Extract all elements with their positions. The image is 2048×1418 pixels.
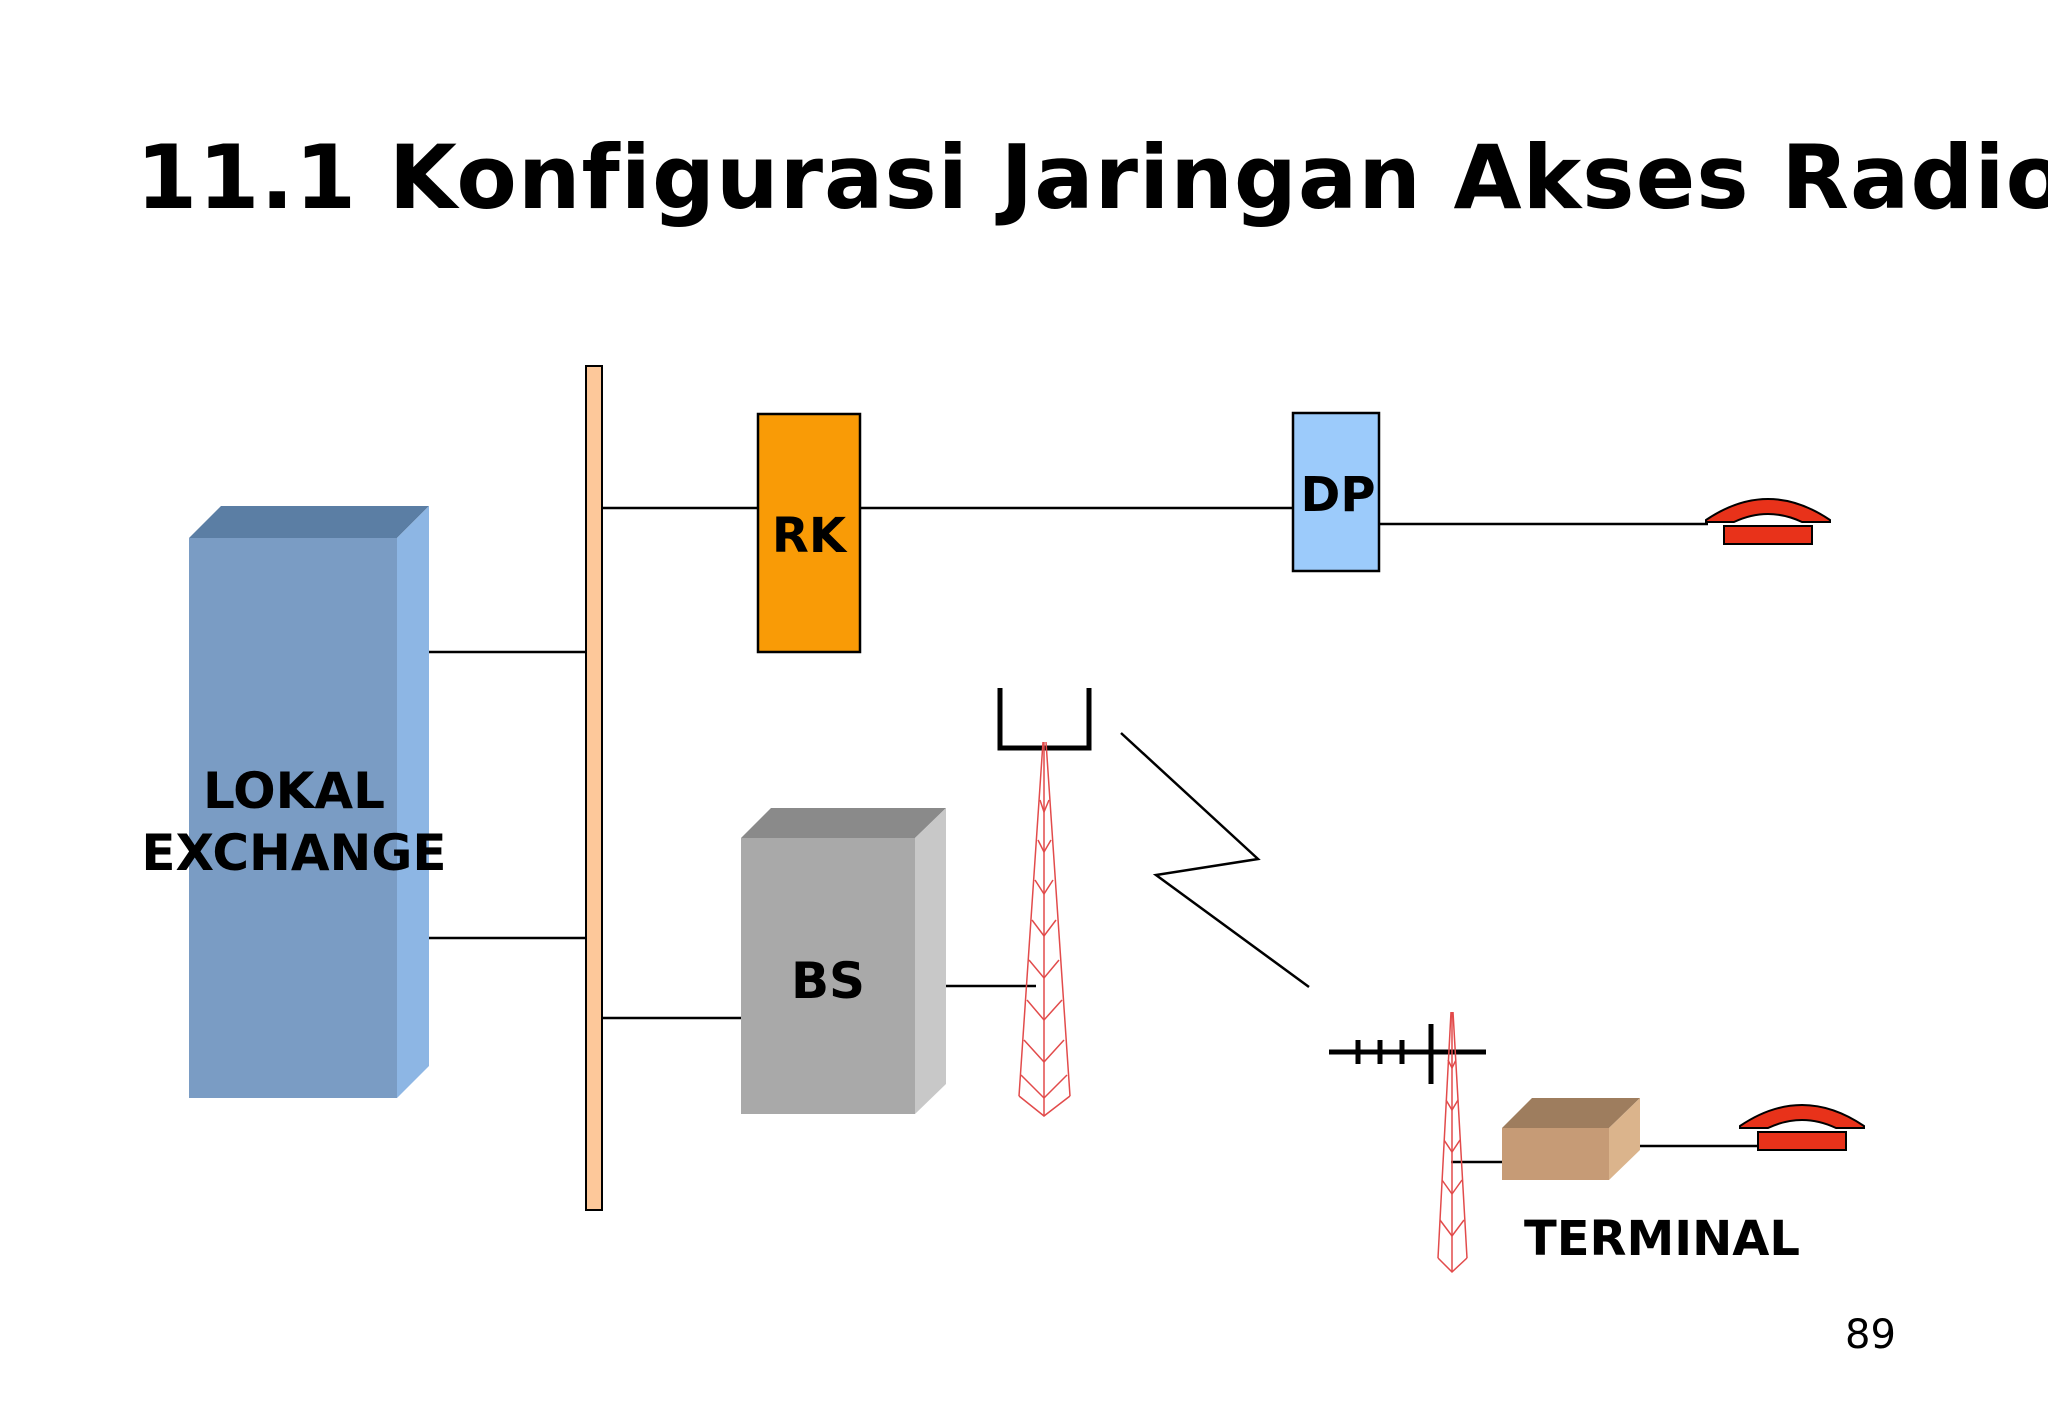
telephone-base — [1757, 1131, 1847, 1151]
bus-bar — [585, 365, 603, 1211]
terminal-label: TERMINAL — [1524, 1211, 1800, 1267]
terminal-top-face — [1502, 1098, 1640, 1128]
connection-lines — [415, 506, 1760, 1164]
telephone-icon — [1705, 498, 1831, 545]
terminal-tower-lattice — [1437, 1011, 1468, 1274]
yagi-antenna — [1329, 1024, 1486, 1084]
dish-antenna-icon — [997, 688, 1092, 751]
terminal-front-face — [1502, 1128, 1609, 1180]
telephone-icon — [1739, 1104, 1865, 1151]
antenna-icon — [1329, 1011, 1486, 1274]
bs-side-face — [915, 808, 946, 1114]
bs-label: BS — [791, 952, 865, 1010]
dp-rect — [1291, 411, 1381, 573]
lokal-exchange-box: LOKAL EXCHANGE — [141, 506, 447, 1098]
dp-label: DP — [1300, 467, 1375, 523]
terminal-side-face — [1609, 1098, 1640, 1180]
page-number: 89 — [1845, 1312, 1896, 1358]
terminal-box: TERMINAL — [1502, 1098, 1800, 1267]
telephone-base — [1723, 525, 1813, 545]
tower-lattice — [1018, 741, 1071, 1117]
exchange-label-line2: EXCHANGE — [141, 824, 446, 882]
exchange-label-line1: LOKAL — [203, 762, 385, 820]
bs-box: BS — [741, 808, 946, 1114]
radio-tower-icon — [997, 688, 1092, 1117]
telephone-handset — [1705, 498, 1831, 523]
rk-rect — [756, 412, 862, 654]
slide-title: 11.1 Konfigurasi Jaringan Akses Radio — [136, 126, 2048, 229]
exchange-side-face — [397, 506, 429, 1098]
rk-box: RK — [756, 412, 862, 654]
bs-top-face — [741, 808, 946, 838]
telephone-handset — [1739, 1104, 1865, 1129]
dp-box: DP — [1291, 411, 1381, 573]
exchange-top-face — [189, 506, 429, 538]
rk-label: RK — [772, 508, 848, 564]
radio-link-zigzag — [1120, 732, 1310, 989]
bs-front-face — [741, 838, 915, 1114]
exchange-front-face — [189, 538, 397, 1098]
